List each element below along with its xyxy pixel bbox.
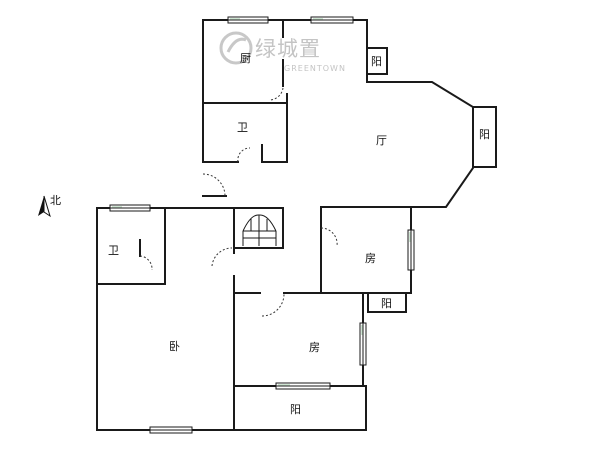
window-east-bedroom: [407, 229, 415, 271]
room-label-bath-top: 卫: [237, 121, 248, 134]
room-labels: 厨 卫 厅 阳 阳 卫 房 阳 卧 房 阳: [108, 52, 490, 416]
window-master-south: [149, 426, 193, 434]
room-label-bedroom-south: 房: [309, 341, 320, 354]
east-balcony: [472, 106, 497, 168]
south-bedroom-walls: [233, 292, 364, 387]
kitchen-balcony: [366, 47, 388, 75]
entry-door: [202, 173, 227, 197]
window-kitchen-left: [227, 16, 269, 24]
room-label-balcony-south: 阳: [290, 403, 301, 416]
east-bedroom-walls: [320, 206, 412, 294]
room-label-master-bedroom: 卧: [169, 340, 180, 353]
watermark-brand-en: GREENTOWN: [284, 64, 346, 73]
room-label-balcony-east: 阳: [479, 128, 490, 141]
north-label: 北: [50, 194, 61, 207]
room-label-kitchen: 厨: [240, 52, 251, 65]
window-south-bedroom: [359, 322, 367, 366]
room-label-balcony-top: 阳: [371, 55, 382, 68]
room-label-balcony-small: 阳: [381, 297, 392, 310]
door-swings: [139, 87, 338, 317]
north-arrow: 北: [38, 194, 61, 218]
window-master-north: [109, 204, 151, 212]
master-block-walls: [96, 207, 284, 431]
greentown-logo-icon: [219, 31, 253, 65]
room-label-bedroom-east: 房: [365, 252, 376, 265]
watermark-brand-cn: 绿城置: [255, 37, 321, 61]
windows: [109, 16, 415, 434]
room-label-living: 厅: [376, 134, 387, 147]
window-kitchen-right: [310, 16, 354, 24]
small-balcony: [367, 292, 407, 313]
watermark: 绿城置 GREENTOWN: [219, 31, 346, 73]
window-south-balcony: [275, 382, 331, 390]
stair: [233, 207, 284, 249]
room-label-bath-left: 卫: [108, 244, 119, 257]
north-arrow-icon: [38, 195, 51, 218]
